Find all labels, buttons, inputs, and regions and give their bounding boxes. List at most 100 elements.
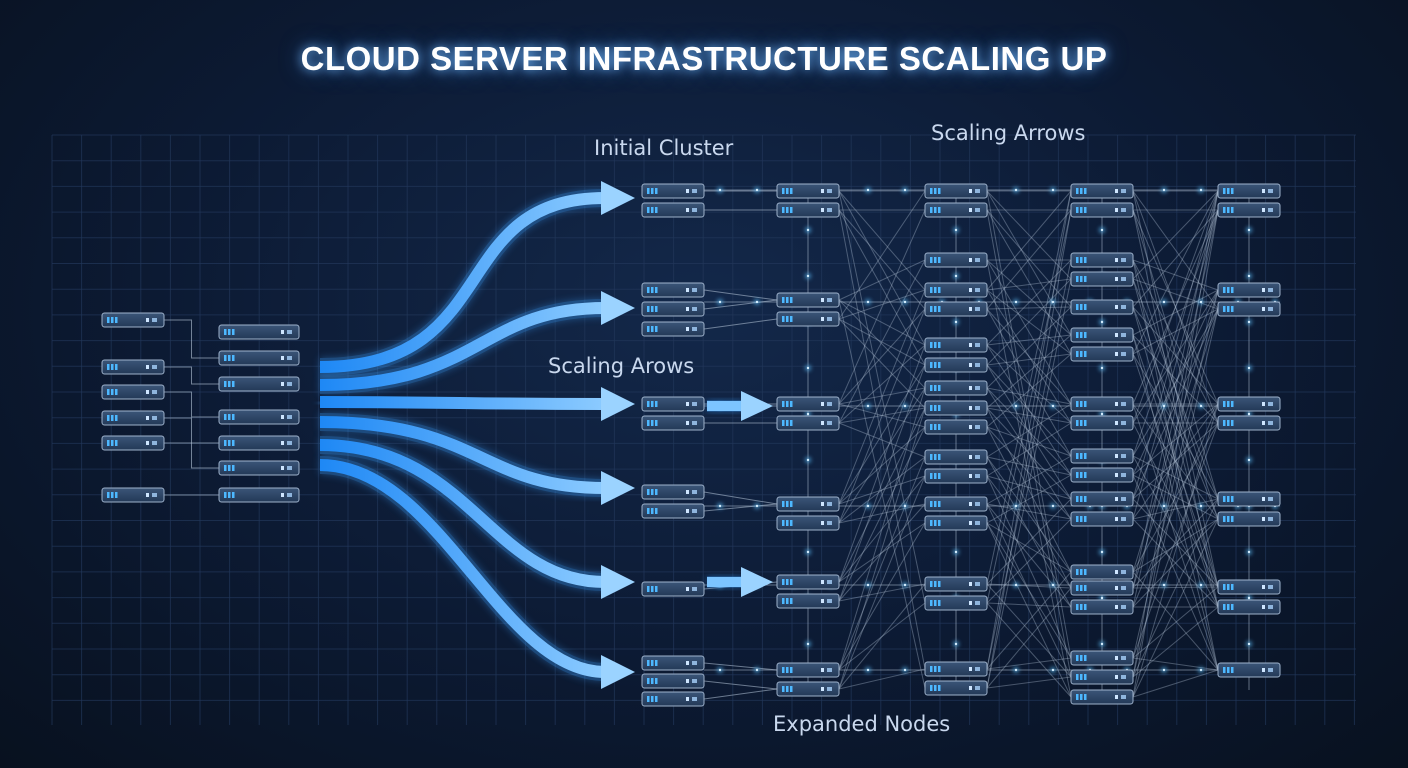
- server-light: [1121, 695, 1126, 699]
- server-light: [975, 288, 980, 292]
- server-led: [1076, 694, 1079, 700]
- network-link: [838, 289, 926, 320]
- server-led: [790, 188, 793, 194]
- server-light: [827, 502, 832, 506]
- server-led: [1227, 516, 1230, 522]
- server-rack-icon: [1070, 564, 1134, 580]
- server-led: [655, 287, 658, 293]
- server-light: [975, 474, 980, 478]
- server-rack-icon: [776, 311, 840, 327]
- server-body: [1070, 448, 1134, 464]
- network-link: [1132, 209, 1219, 500]
- server-led: [938, 306, 941, 312]
- server-body: [1217, 491, 1281, 507]
- server-light: [1115, 402, 1118, 406]
- server-light: [686, 307, 689, 311]
- network-link: [838, 407, 926, 583]
- server-light: [821, 521, 824, 525]
- link-dot: [1199, 668, 1203, 672]
- server-led: [934, 666, 937, 672]
- server-led: [1084, 207, 1087, 213]
- server-light: [1262, 517, 1265, 521]
- server-body: [1070, 183, 1134, 199]
- server-light: [975, 363, 980, 367]
- network-link: [986, 407, 1072, 573]
- link-dot: [954, 550, 958, 554]
- server-led: [790, 598, 793, 604]
- server-light: [281, 382, 284, 386]
- server-led: [934, 405, 937, 411]
- server-light: [287, 415, 292, 419]
- server-led: [1080, 694, 1083, 700]
- server-rack-icon: [924, 595, 988, 611]
- server-light: [821, 421, 824, 425]
- network-link: [703, 318, 778, 330]
- server-rack-icon: [641, 691, 705, 707]
- network-link: [1132, 403, 1219, 608]
- link-dot: [866, 300, 870, 304]
- network-link: [986, 474, 1072, 524]
- network-link: [1132, 474, 1219, 520]
- server-led: [1231, 207, 1234, 213]
- link-dot: [718, 300, 722, 304]
- server-led: [1231, 496, 1234, 502]
- server-led: [938, 424, 941, 430]
- server-body: [776, 496, 840, 512]
- server-led: [647, 586, 650, 592]
- server-light: [1268, 497, 1273, 501]
- server-led: [934, 454, 937, 460]
- server-light: [281, 415, 284, 419]
- link-dot: [1199, 583, 1203, 587]
- server-body: [924, 357, 988, 373]
- server-led: [1227, 667, 1230, 673]
- server-rack-icon: [1070, 448, 1134, 464]
- server-led: [655, 420, 658, 426]
- network-link: [1132, 498, 1219, 520]
- arrow-icon: [319, 459, 606, 678]
- server-led: [786, 297, 789, 303]
- server-led: [930, 685, 933, 691]
- server-led: [1231, 604, 1234, 610]
- server-rack-icon: [218, 376, 300, 392]
- server-light: [1121, 675, 1126, 679]
- server-light: [692, 288, 697, 292]
- link-dot: [1199, 504, 1203, 508]
- network-link: [1132, 403, 1219, 698]
- server-led: [232, 465, 235, 471]
- network-link: [986, 387, 1072, 476]
- server-led: [655, 306, 658, 312]
- network-link: [838, 522, 926, 583]
- server-led: [934, 424, 937, 430]
- server-light: [1115, 352, 1118, 356]
- server-light: [1121, 333, 1126, 337]
- server-led: [111, 317, 114, 323]
- server-body: [1070, 511, 1134, 527]
- network-link: [1132, 606, 1219, 678]
- server-led: [107, 415, 110, 421]
- scaling-arrows: [319, 181, 773, 689]
- link-dot: [866, 668, 870, 672]
- server-body: [101, 359, 165, 375]
- server-light: [1268, 288, 1273, 292]
- server-light: [1115, 605, 1118, 609]
- server-led: [651, 420, 654, 426]
- server-rack-icon: [1070, 299, 1134, 315]
- network-link: [1132, 209, 1219, 405]
- server-light: [1115, 208, 1118, 212]
- server-led: [1076, 472, 1079, 478]
- server-rack-icon: [641, 202, 705, 218]
- network-link: [986, 190, 1072, 336]
- server-body: [1070, 299, 1134, 315]
- server-led: [1084, 569, 1087, 575]
- server-light: [281, 441, 284, 445]
- server-body: [1217, 579, 1281, 595]
- server-led: [1084, 472, 1087, 478]
- arrow-head: [601, 181, 635, 215]
- server-led: [938, 362, 941, 368]
- server-rack-icon: [924, 400, 988, 416]
- link-dot: [1100, 596, 1104, 600]
- server-led: [786, 316, 789, 322]
- link-dot: [1014, 188, 1018, 192]
- server-light: [152, 390, 157, 394]
- server-rack-icon: [1217, 415, 1281, 431]
